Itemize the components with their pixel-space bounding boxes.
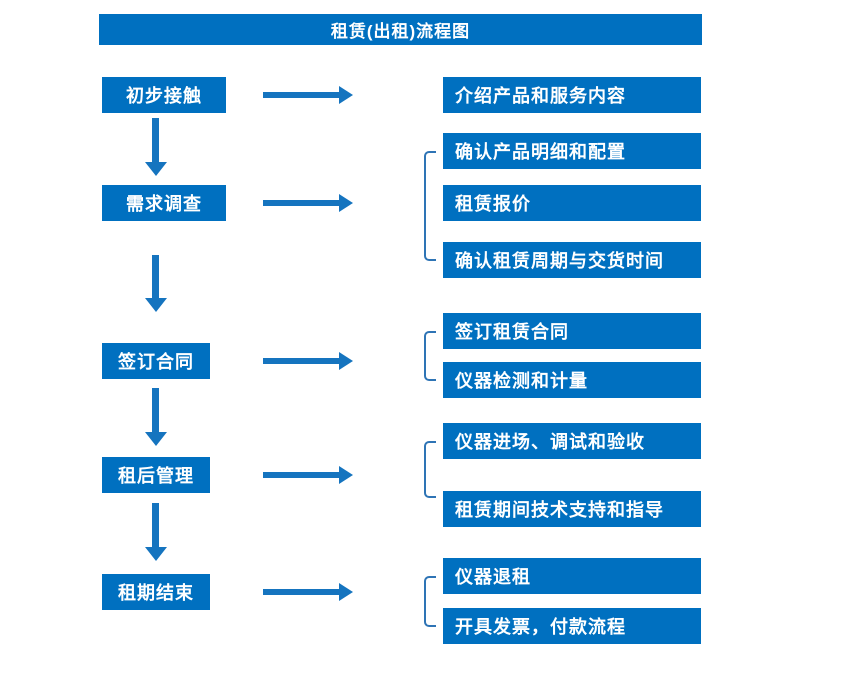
sub-step-box-technical-support: 租赁期间技术支持和指导 xyxy=(443,491,701,527)
down-arrow-icon xyxy=(145,388,167,446)
down-arrow-icon xyxy=(145,255,167,312)
right-arrow-icon xyxy=(263,466,353,484)
sub-step-box-instrument-return: 仪器退租 xyxy=(443,558,701,594)
bracket-connector xyxy=(424,331,436,381)
sub-step-box-invoice-payment: 开具发票，付款流程 xyxy=(443,608,701,644)
bracket-connector xyxy=(424,576,436,627)
bracket-connector xyxy=(424,441,436,498)
sub-step-box-rental-quotation: 租赁报价 xyxy=(443,185,701,221)
down-arrow-icon xyxy=(145,503,167,561)
sub-step-box-confirm-product-details: 确认产品明细和配置 xyxy=(443,133,701,169)
sub-step-box-introduce-products: 介绍产品和服务内容 xyxy=(443,77,701,113)
sub-step-box-instrument-testing: 仪器检测和计量 xyxy=(443,362,701,398)
right-arrow-icon xyxy=(263,583,353,601)
sub-step-box-sign-rental-contract: 签订租赁合同 xyxy=(443,313,701,349)
step-box-initial-contact: 初步接触 xyxy=(102,77,226,113)
right-arrow-icon xyxy=(263,352,353,370)
bracket-connector xyxy=(424,151,436,261)
step-box-sign-contract: 签订合同 xyxy=(102,343,210,379)
right-arrow-icon xyxy=(263,194,353,212)
sub-step-box-instrument-setup: 仪器进场、调试和验收 xyxy=(443,423,701,459)
step-box-demand-survey: 需求调查 xyxy=(102,185,226,221)
down-arrow-icon xyxy=(145,118,167,176)
step-box-post-rental-management: 租后管理 xyxy=(102,457,210,493)
sub-step-box-confirm-rental-period: 确认租赁周期与交货时间 xyxy=(443,242,701,278)
flowchart-title: 租赁(出租)流程图 xyxy=(99,14,702,45)
step-box-rental-end: 租期结束 xyxy=(102,574,210,610)
right-arrow-icon xyxy=(263,86,353,104)
